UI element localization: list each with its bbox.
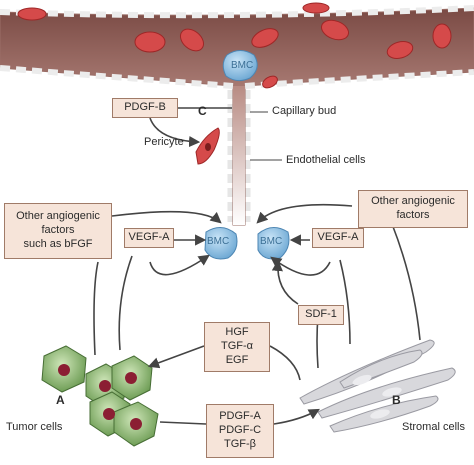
arrow-middle-to-tumor bbox=[147, 345, 205, 369]
red-blood-cell bbox=[17, 7, 47, 21]
arrow-stromal-to-other-right bbox=[391, 223, 421, 341]
vegf-a-right-label: VEGF-A bbox=[317, 231, 359, 244]
bottom-factor: PDGF-C bbox=[218, 424, 262, 437]
arrow-vegf-right-loop bbox=[270, 256, 331, 276]
vegf-a-right-box: VEGF-A bbox=[312, 228, 364, 248]
red-blood-cell bbox=[134, 31, 166, 53]
arrow-other-left-to-bud bbox=[111, 210, 222, 224]
other-factors-left-line: such as bFGF bbox=[23, 237, 93, 250]
tumor-cells-cluster bbox=[41, 345, 159, 447]
bottom-factor: TGF-β bbox=[224, 437, 256, 450]
red-blood-cell bbox=[251, 28, 279, 48]
arrow-other-right-to-bud bbox=[256, 203, 353, 224]
red-blood-cell bbox=[262, 75, 278, 89]
red-blood-cell bbox=[179, 28, 205, 52]
pericyte bbox=[195, 127, 220, 165]
middle-factor: TGF-α bbox=[220, 340, 254, 353]
arrow-tumor-to-vegf-left bbox=[118, 255, 133, 351]
stromal-cells bbox=[299, 339, 456, 433]
other-factors-right-box: Other angiogenic factors bbox=[358, 190, 468, 228]
red-blood-cell bbox=[432, 23, 452, 49]
arrow-vegf-left-loop bbox=[149, 254, 210, 276]
label-b: B bbox=[392, 393, 401, 407]
arrow-tumor-to-bottom bbox=[159, 421, 207, 425]
other-factors-right-line: Other angiogenic bbox=[371, 195, 455, 208]
label-c: C bbox=[198, 104, 207, 118]
pdgf-b-label: PDGF-B bbox=[124, 101, 166, 114]
bmc-left-cell bbox=[204, 227, 238, 260]
bottom-factor: PDGF-A bbox=[219, 410, 261, 423]
sdf-1-label: SDF-1 bbox=[305, 308, 337, 321]
red-blood-cell bbox=[386, 41, 414, 59]
other-factors-left-line: Other angiogenic bbox=[16, 210, 100, 223]
arrow-bottom-to-stromal bbox=[273, 408, 320, 425]
pdgf-b-box: PDGF-B bbox=[112, 98, 178, 118]
bmc-left-label: BMC bbox=[207, 236, 230, 247]
red-blood-cells bbox=[17, 2, 452, 89]
tumor-cells-label: Tumor cells bbox=[6, 421, 63, 433]
arrow-sdf1-to-bmc bbox=[271, 259, 299, 305]
endothelial-cells-label: Endothelial cells bbox=[286, 154, 366, 166]
arrow-stromal-to-vegf-right bbox=[339, 259, 351, 345]
bmc-in-vessel bbox=[222, 50, 258, 82]
red-blood-cell bbox=[302, 2, 330, 14]
arrow-pdgfb-to-pericyte bbox=[149, 117, 201, 148]
vegf-a-left-label: VEGF-A bbox=[128, 231, 170, 244]
bmc-right-label: BMC bbox=[260, 236, 283, 247]
pdgf-tgf-box: PDGF-A PDGF-C TGF-β bbox=[206, 404, 274, 458]
sdf-1-box: SDF-1 bbox=[298, 305, 344, 325]
hgf-tgf-egf-box: HGF TGF-α EGF bbox=[204, 322, 270, 372]
other-factors-right-line: factors bbox=[396, 209, 430, 221]
vegf-a-left-box: VEGF-A bbox=[124, 228, 174, 248]
arrows bbox=[93, 107, 421, 425]
bmc-right-cell bbox=[257, 227, 290, 260]
stromal-cells-label: Stromal cells bbox=[402, 421, 465, 433]
middle-factor: HGF bbox=[225, 326, 249, 339]
red-blood-cell bbox=[320, 19, 350, 41]
label-a: A bbox=[56, 393, 65, 407]
arrow-stromal-to-middle bbox=[269, 345, 301, 381]
capillary-bud-label: Capillary bud bbox=[272, 105, 337, 117]
middle-factor: EGF bbox=[225, 353, 249, 366]
other-factors-left-line: factors bbox=[41, 224, 75, 237]
arrow-tumor-to-other-left bbox=[93, 261, 99, 356]
pericyte-label: Pericyte bbox=[144, 136, 184, 148]
bmc-vessel-label: BMC bbox=[231, 60, 254, 71]
blood-vessel bbox=[0, 5, 474, 226]
other-factors-left-box: Other angiogenic factors such as bFGF bbox=[4, 203, 112, 259]
